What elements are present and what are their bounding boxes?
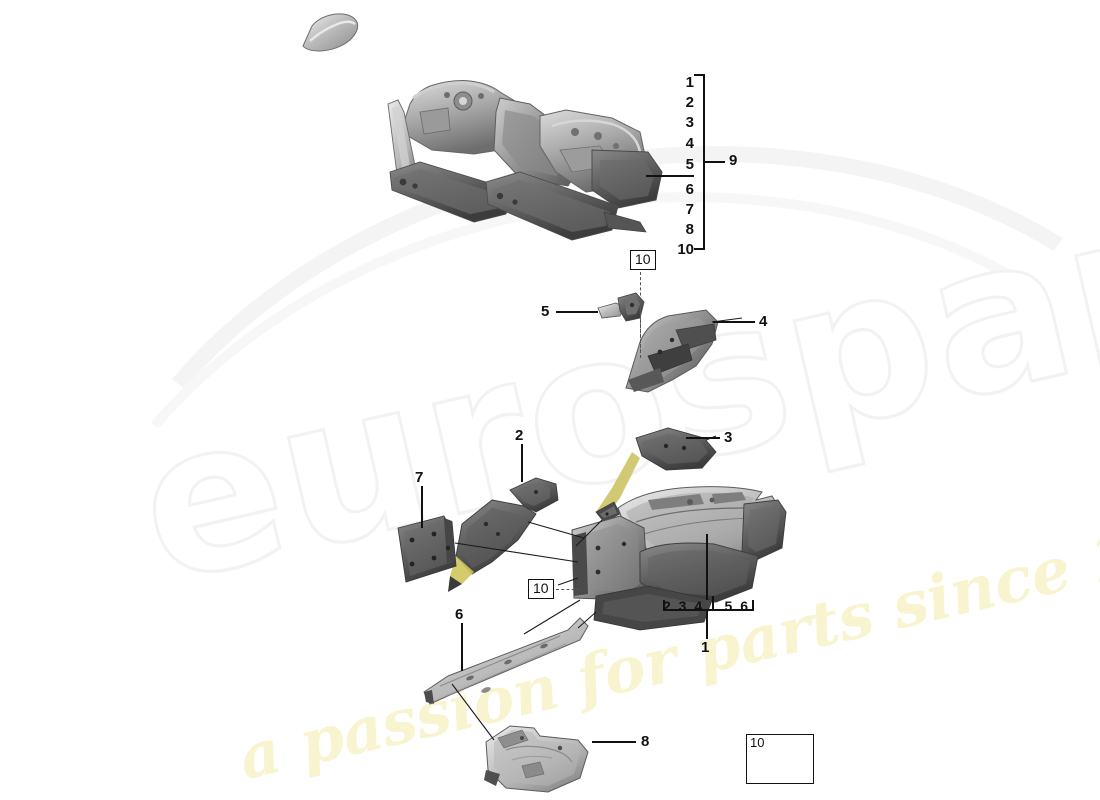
- callout-3: 3: [724, 429, 733, 446]
- leader-1-down: [706, 609, 708, 639]
- leader-4: [713, 321, 755, 323]
- leader-frame-to-list: [646, 175, 694, 177]
- part-mounting-plate: [397, 515, 457, 583]
- dashed-leader-10-top-b: [640, 300, 641, 358]
- leader-8: [592, 741, 636, 743]
- leader-9: [703, 161, 725, 163]
- leader-6: [461, 623, 463, 671]
- dashed-leader-10-mid: [556, 589, 580, 590]
- list-number-5: 5: [685, 156, 694, 173]
- list-number-1: 1: [685, 74, 694, 91]
- list-number-2: 2: [685, 94, 694, 111]
- list-number-7: 7: [685, 201, 694, 218]
- boxed-callout-10-mid[interactable]: 10: [528, 579, 554, 599]
- bracket-group-divider: [712, 596, 714, 610]
- callout-9: 9: [729, 152, 738, 169]
- boxed-callout-10-top[interactable]: 10: [630, 250, 656, 270]
- callout-8: 8: [641, 733, 650, 750]
- part-underbody-shield: [484, 725, 589, 793]
- assembly-contents-list: 1 2 3 4 5 6 7 8 10: [672, 74, 698, 258]
- legend-number: 10: [750, 735, 765, 750]
- list-number-6: 6: [685, 181, 694, 198]
- part-gusset-plate: [595, 427, 717, 523]
- list-number-3: 3: [685, 114, 694, 131]
- list-number-8: 8: [685, 221, 694, 238]
- callout-5: 5: [541, 303, 550, 320]
- leader-5: [556, 311, 598, 313]
- part-small-angle-bracket: [597, 292, 645, 322]
- callout-2: 2: [515, 427, 524, 444]
- part-small-oval-clip: [302, 13, 359, 52]
- part-wheel-housing-side-member: [625, 309, 719, 393]
- leader-1-up: [706, 534, 708, 600]
- part-inner-wheelhouse-panel: [571, 486, 787, 631]
- part-front-end-frame-assembly: [387, 80, 663, 241]
- callout-1: 1: [701, 639, 710, 656]
- panel-contents-bracket: [663, 600, 754, 611]
- list-number-10: 10: [677, 241, 694, 258]
- callout-7: 7: [415, 469, 424, 486]
- callout-4: 4: [759, 313, 768, 330]
- callout-6: 6: [455, 606, 464, 623]
- list-number-4: 4: [685, 135, 694, 152]
- leader-2: [521, 444, 523, 482]
- part-a-pillar-reinforcement: [448, 477, 559, 592]
- leader-7: [421, 486, 423, 528]
- legend-box-rivet-nut[interactable]: 10: [746, 734, 814, 784]
- leader-3: [686, 437, 720, 439]
- assembly-contents-bracket: [694, 74, 705, 250]
- leader-lines: [451, 317, 743, 741]
- part-side-sill-member: [423, 617, 589, 705]
